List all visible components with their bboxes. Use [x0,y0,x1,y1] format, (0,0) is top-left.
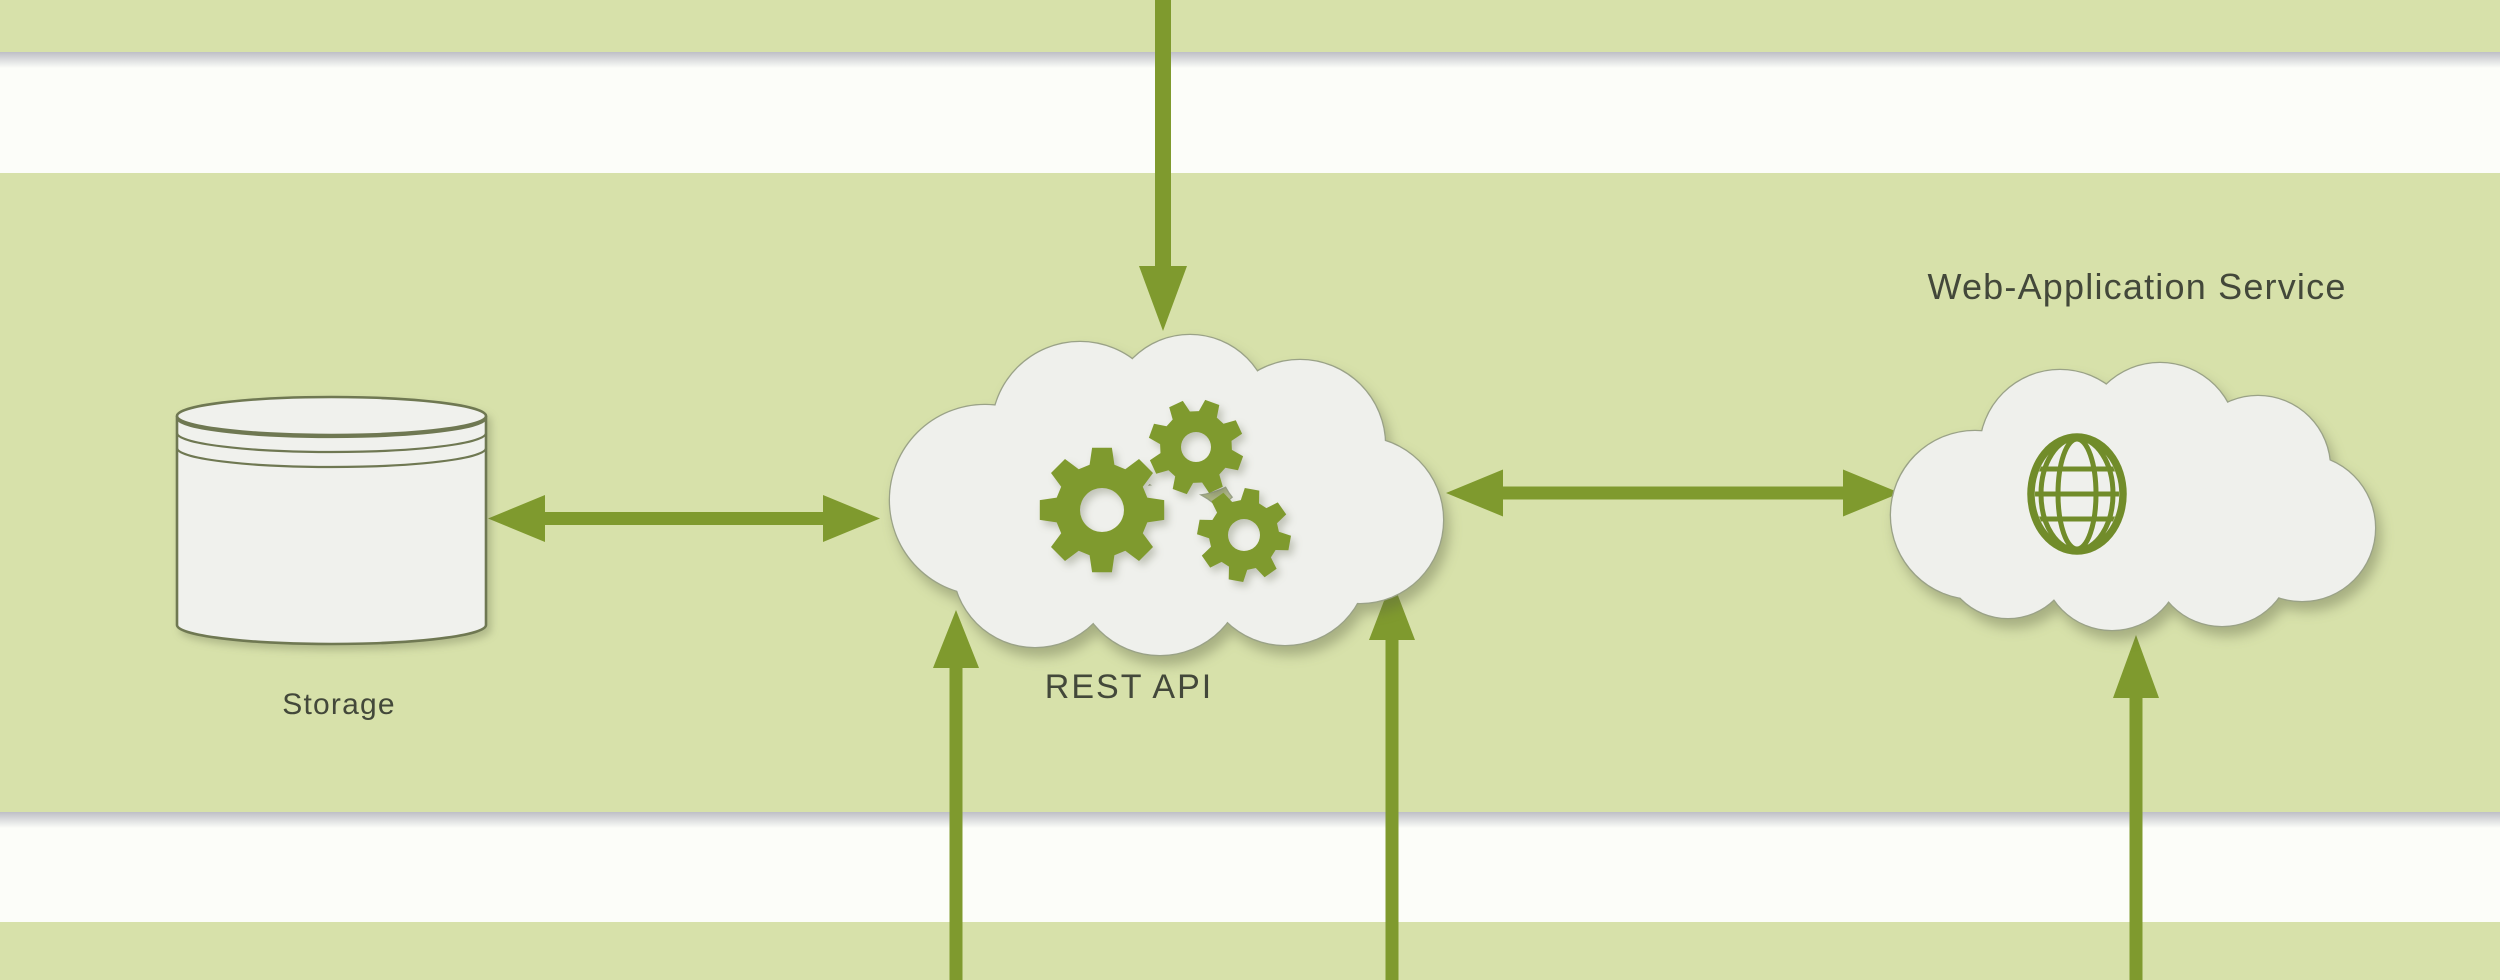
background-band-green-bottom [0,922,2500,980]
cylinder-ring-2 [175,432,488,454]
gears-icon [1039,399,1291,582]
cylinder-ring-1 [175,417,488,439]
background-band-green-top [0,0,2500,52]
database-cylinder-icon [175,395,488,646]
gear-large [1039,447,1165,573]
cloud-puff [2152,486,2292,626]
globe-latitude-lines [2035,466,2119,522]
gear-bottom-right [1197,488,1291,582]
arrow-up-into-restapi-right [1369,580,1415,980]
gear-top [1148,399,1244,495]
cloud-puff [1202,479,1368,645]
arrow-up-into-restapi-left [933,610,979,980]
cylinder-body [175,416,488,646]
background-band-white-bottom [0,812,2500,922]
band-inner-shadow [0,812,2500,828]
band-inner-shadow [0,52,2500,68]
web-application-service-label: Web-Application Service [1927,266,2347,307]
arrow-up-into-webapp [2113,635,2159,980]
rest-api-cloud [888,333,1445,657]
rest-api-label: REST API [1044,668,1214,706]
arrow-storage-restapi-bidirectional [488,495,880,542]
storage-label: Storage [282,688,396,721]
arrow-restapi-webapp-bidirectional [1446,469,1900,517]
cylinder-ring-3 [175,447,488,469]
cylinder-top [175,395,488,437]
arrow-inbound-top-to-restapi [1139,0,1187,331]
background-band-white-top [0,52,2500,173]
cloud-puff [2042,490,2182,630]
storage-node [175,395,488,646]
globe-icon [2027,433,2127,555]
web-application-cloud [1889,361,2377,632]
cloud-puff [1942,486,2074,618]
